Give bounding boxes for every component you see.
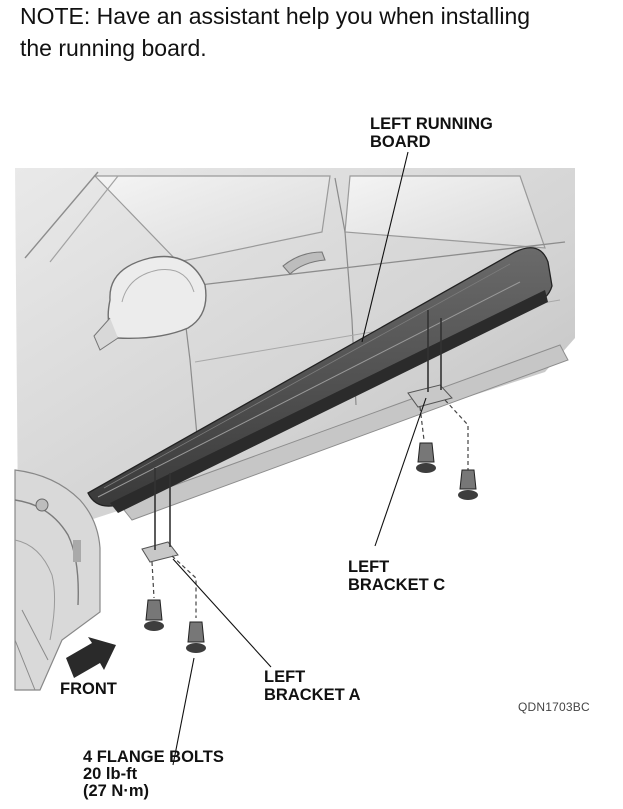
figure-code: QDN1703BC: [518, 700, 590, 714]
left-bracket-c: [407, 310, 469, 470]
callout-left-bracket-a: LEFT BRACKET A: [264, 668, 361, 704]
flange-bolt: [144, 599, 164, 631]
flange-bolt: [186, 621, 206, 653]
front-arrow-icon: [66, 637, 116, 678]
vehicle-body: [15, 168, 575, 521]
callout-flange-bolts: 4 FLANGE BOLTS 20 lb-ft (27 N·m): [83, 748, 224, 800]
leader-lines: [172, 151, 427, 766]
side-mirror: [93, 255, 207, 351]
front-wheel: [14, 469, 101, 691]
left-bracket-a: [141, 468, 197, 618]
left-running-board: [87, 247, 553, 513]
installation-note: NOTE: Have an assistant help you when in…: [20, 3, 531, 61]
callout-left-running-board: LEFT RUNNING BOARD: [370, 115, 493, 151]
flange-bolt: [416, 442, 436, 473]
flange-bolt: [458, 469, 478, 500]
callout-left-bracket-c: LEFT BRACKET C: [348, 558, 446, 594]
callout-front: FRONT: [60, 680, 117, 698]
